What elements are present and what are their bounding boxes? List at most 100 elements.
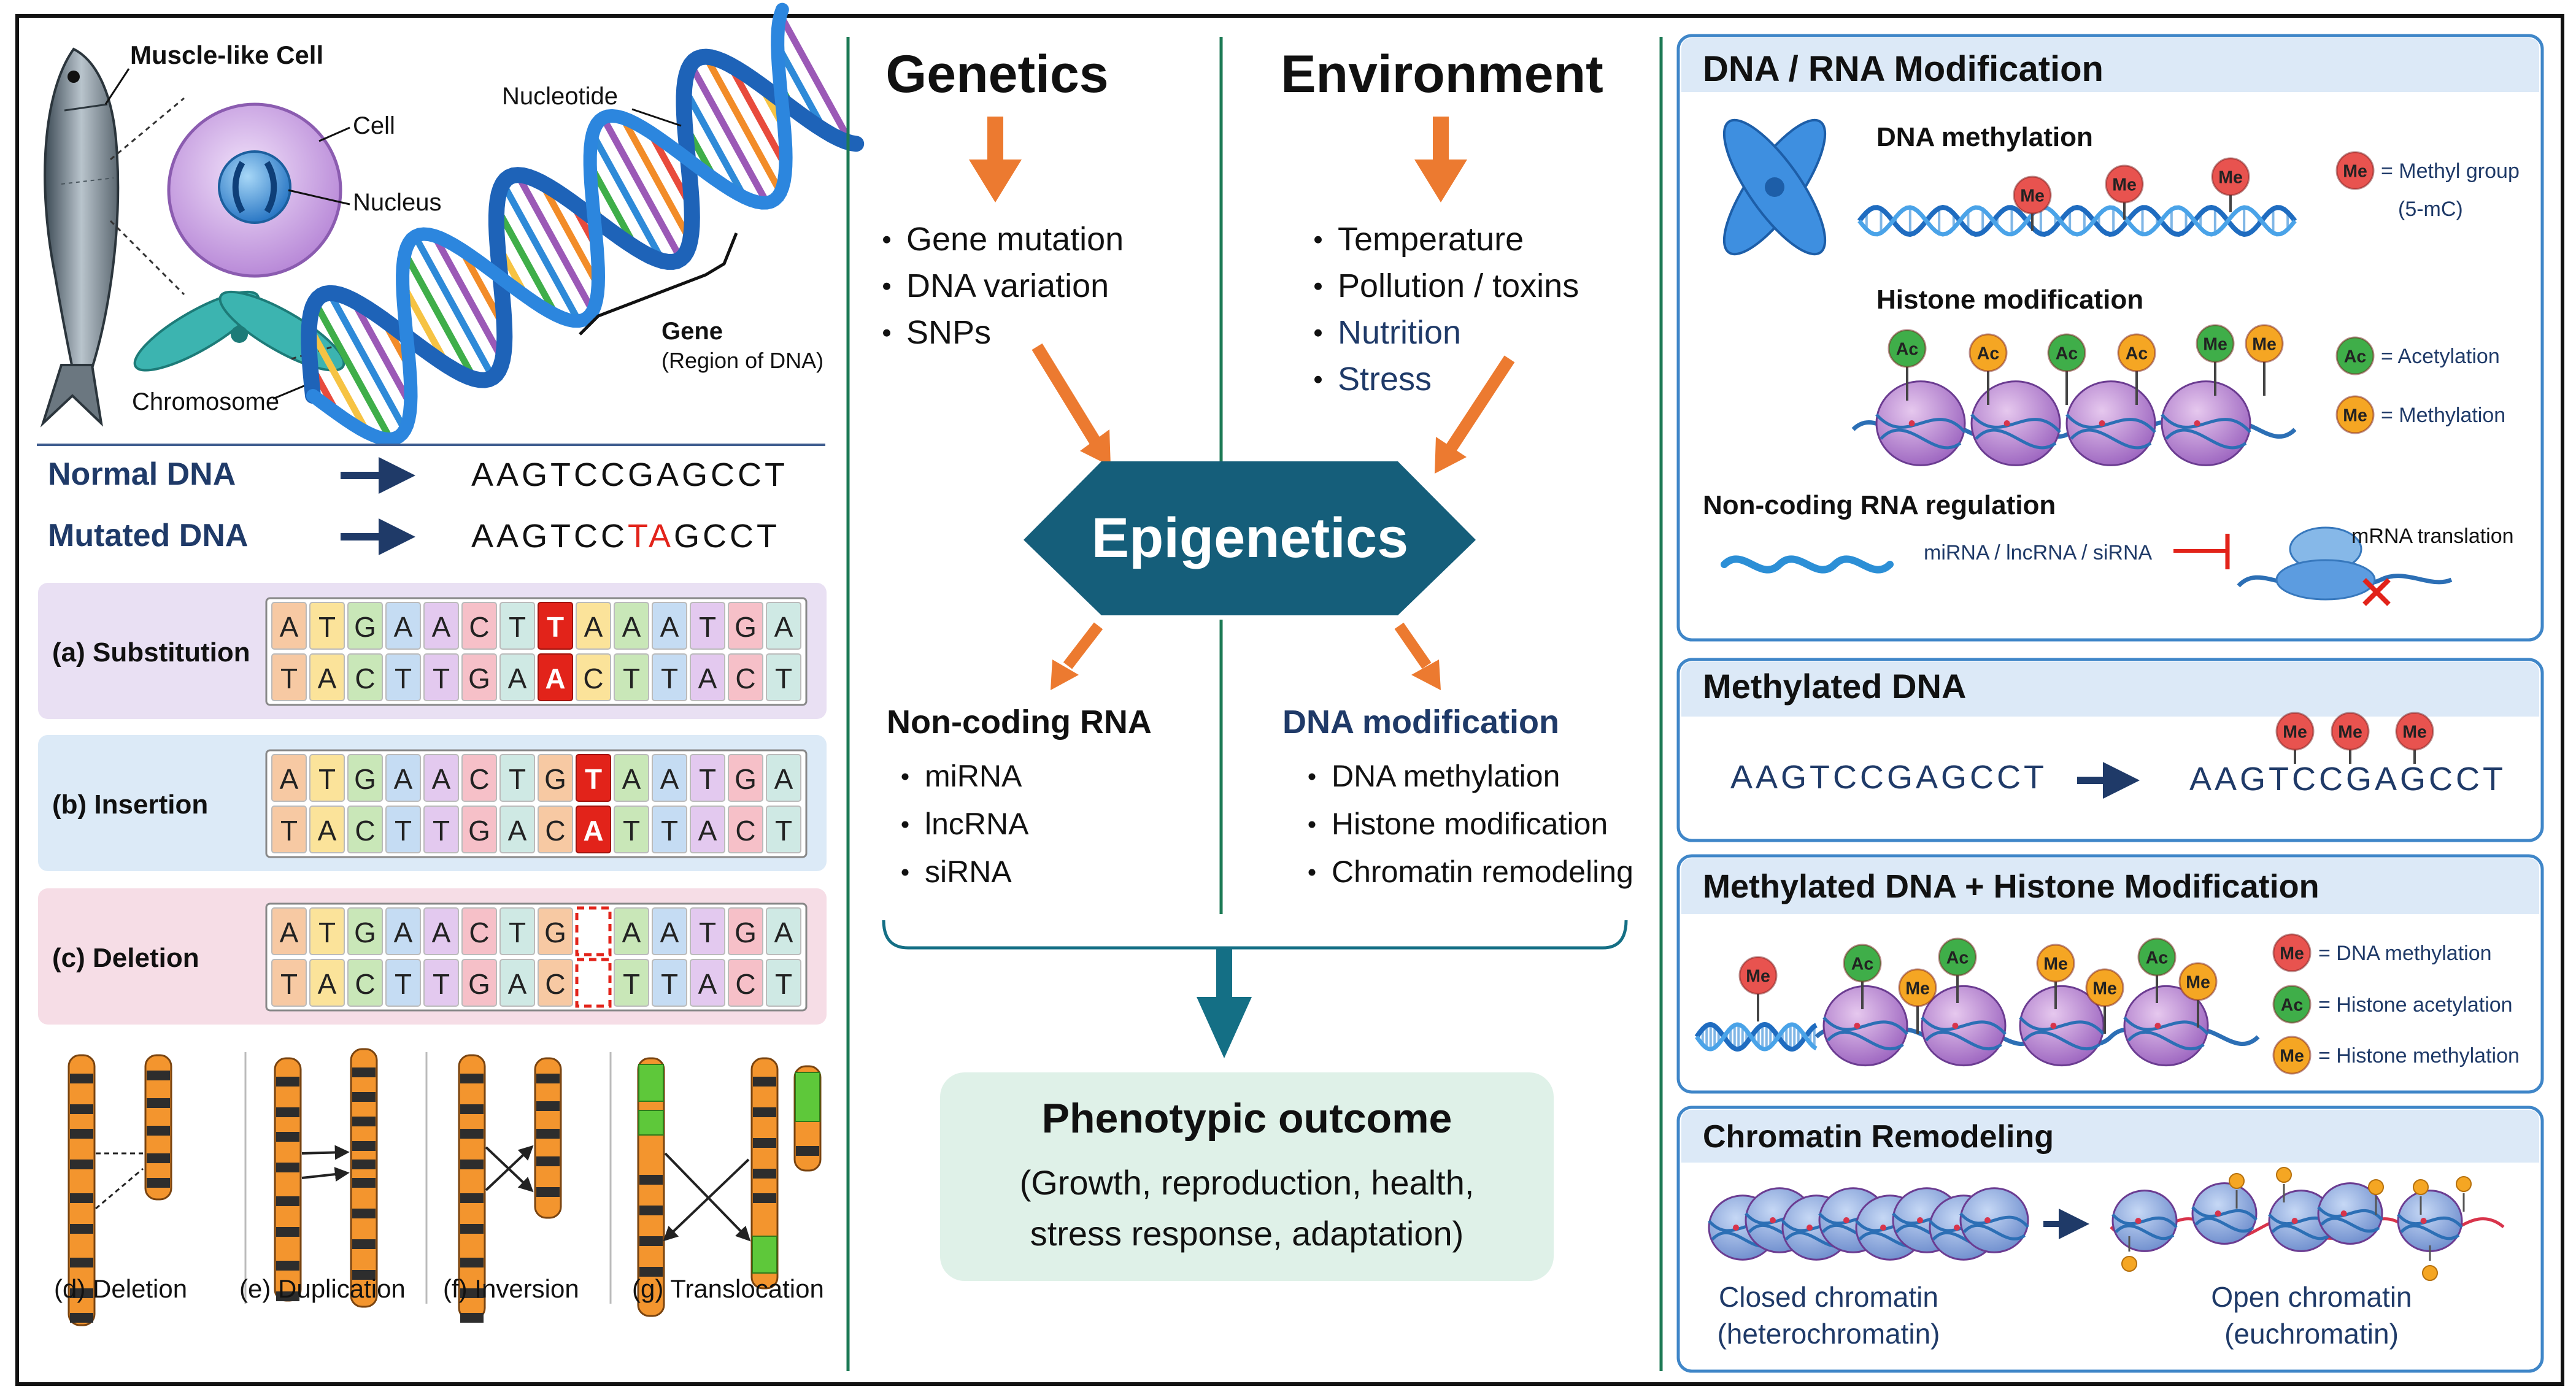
svg-text:Ac: Ac [2146,948,2169,968]
nucleotide-base: T [509,917,526,948]
open-chromatin-label: Open chromatin [2211,1281,2412,1313]
nucleotide-base: A [394,611,413,643]
modification-tag: Me [2331,712,2370,751]
svg-text:Ac: Ac [2344,347,2367,367]
epigenetics-to-ncrna-arrow [1063,622,1103,669]
list-item: Nutrition [1338,314,1461,351]
svg-text:Ac: Ac [1851,955,1874,974]
modification-tag: Me [1738,956,1778,995]
list-item: Stress [1338,361,1432,398]
nucleotide-base: G [468,663,490,694]
panel3-legend-item: = DNA methylation [2318,942,2492,965]
list-item: Temperature [1338,221,1524,258]
modification-tag: Me [2275,712,2315,751]
nucleotide-base: T [661,968,678,1000]
nucleotide-base: C [735,968,755,1000]
svg-text:Me: Me [2343,406,2367,426]
outcome-arrow [1197,948,1252,1058]
panel1-title: DNA / RNA Modification [1703,49,2104,89]
mrna-translation-label: mRNA translation [2351,525,2514,548]
nucleotide-base: C [355,968,375,1000]
svg-text:Ac: Ac [2056,344,2078,364]
epigenetics-label: Epigenetics [1092,507,1408,569]
nucleotide-base: A [583,815,603,847]
svg-text:Me: Me [2280,1047,2304,1066]
chromosome-abnormality-label: (d) Deletion [54,1274,187,1303]
nucleosome [1959,1187,2029,1253]
modification-tag: Ac [2137,937,2177,977]
ncrna-strand [1721,555,1894,574]
svg-text:Me: Me [2252,335,2277,355]
list-item: Gene mutation [906,221,1124,258]
nucleotide-base: T [585,763,602,795]
nucleotide-base: A [280,917,299,948]
mutation-label: (b) Insertion [52,790,208,820]
gene-label: Gene [661,318,723,345]
outcome-line-2: stress response, adaptation) [1030,1214,1464,1253]
svg-text:Me: Me [2186,973,2210,993]
nucleotide-base: G [354,611,376,643]
mutation-label: (a) Substitution [52,637,250,667]
nucleotide-base: A [660,611,679,643]
nucleotide-base: T [318,611,336,643]
svg-text:Me: Me [1905,979,1930,999]
nucleotide-base: T [775,663,792,694]
svg-text:Me: Me [2280,944,2304,964]
modification-tag: Ac [2335,336,2375,375]
nucleotide-base: C [355,815,375,847]
nucleotide-label: Nucleotide [502,83,618,110]
nucleosome [1970,380,2061,466]
ncrna-regulation-label: Non-coding RNA regulation [1703,490,2056,520]
nucleosome [2123,985,2209,1067]
nucleotide-base: C [583,663,603,694]
nucleus-illustration [218,150,291,224]
nucleotide-base: T [395,968,412,1000]
nucleotide-base: A [660,763,679,795]
dna-methylation-label: DNA methylation [1876,122,2093,152]
svg-text:Me: Me [2043,955,2068,974]
modification-tag: Me [2272,1036,2312,1075]
panel2-title: Methylated DNA [1703,667,1966,706]
nucleotide-base: T [509,763,526,795]
chromosome-abnormality-label: (f) Inversion [443,1274,579,1303]
modification-tag: Me [2196,324,2235,363]
legend-acetylation: = Acetylation [2381,345,2500,368]
svg-text:Ac: Ac [2281,996,2304,1015]
nucleosome [1822,985,1908,1067]
nucleotide-base: G [735,763,757,795]
modification-tag: Me [1898,968,1937,1007]
nucleotide-base: A [280,763,299,795]
nucleotide-base: T [509,611,526,643]
nucleotide-base: A [318,815,337,847]
nucleotide-base: C [355,663,375,694]
nucleotide-base: T [280,815,298,847]
dna-double-helix [301,2,865,446]
modification-tag: Me [2395,712,2434,751]
chromosome-abnormality-label: (e) Duplication [239,1274,406,1303]
modification-tag: Me [2211,157,2250,196]
closed-chromatin-label: Closed chromatin [1719,1281,1938,1313]
ribosome-icon [2237,526,2453,606]
list-item: Histone modification [1332,807,1608,841]
nucleotide-base: C [469,763,489,795]
svg-text:Me: Me [2112,175,2137,195]
nucleotide-base: G [354,917,376,948]
outcome-title: Phenotypic outcome [1042,1095,1452,1142]
left-column: Muscle-like Cell Cell Nucleus Chromosome… [37,2,865,1326]
nucleotide-base: T [699,763,716,795]
modification-tag: Me [2178,962,2218,1001]
nucleotide-base: A [698,663,717,694]
nucleotide-base: A [622,611,641,643]
nucleotide-base: A [774,611,793,643]
gene-sublabel: (Region of DNA) [661,348,823,373]
nucleotide-base: T [547,611,564,643]
nucleotide-base: C [469,611,489,643]
svg-text:Ac: Ac [1946,948,1969,968]
nucleotide-base: C [545,815,565,847]
chromosome-abnormalities: (d) Deletion (e) Duplication (f) Inversion… [54,1048,824,1326]
svg-text:Me: Me [2203,335,2227,355]
modification-tag: Ac [2117,333,2156,372]
